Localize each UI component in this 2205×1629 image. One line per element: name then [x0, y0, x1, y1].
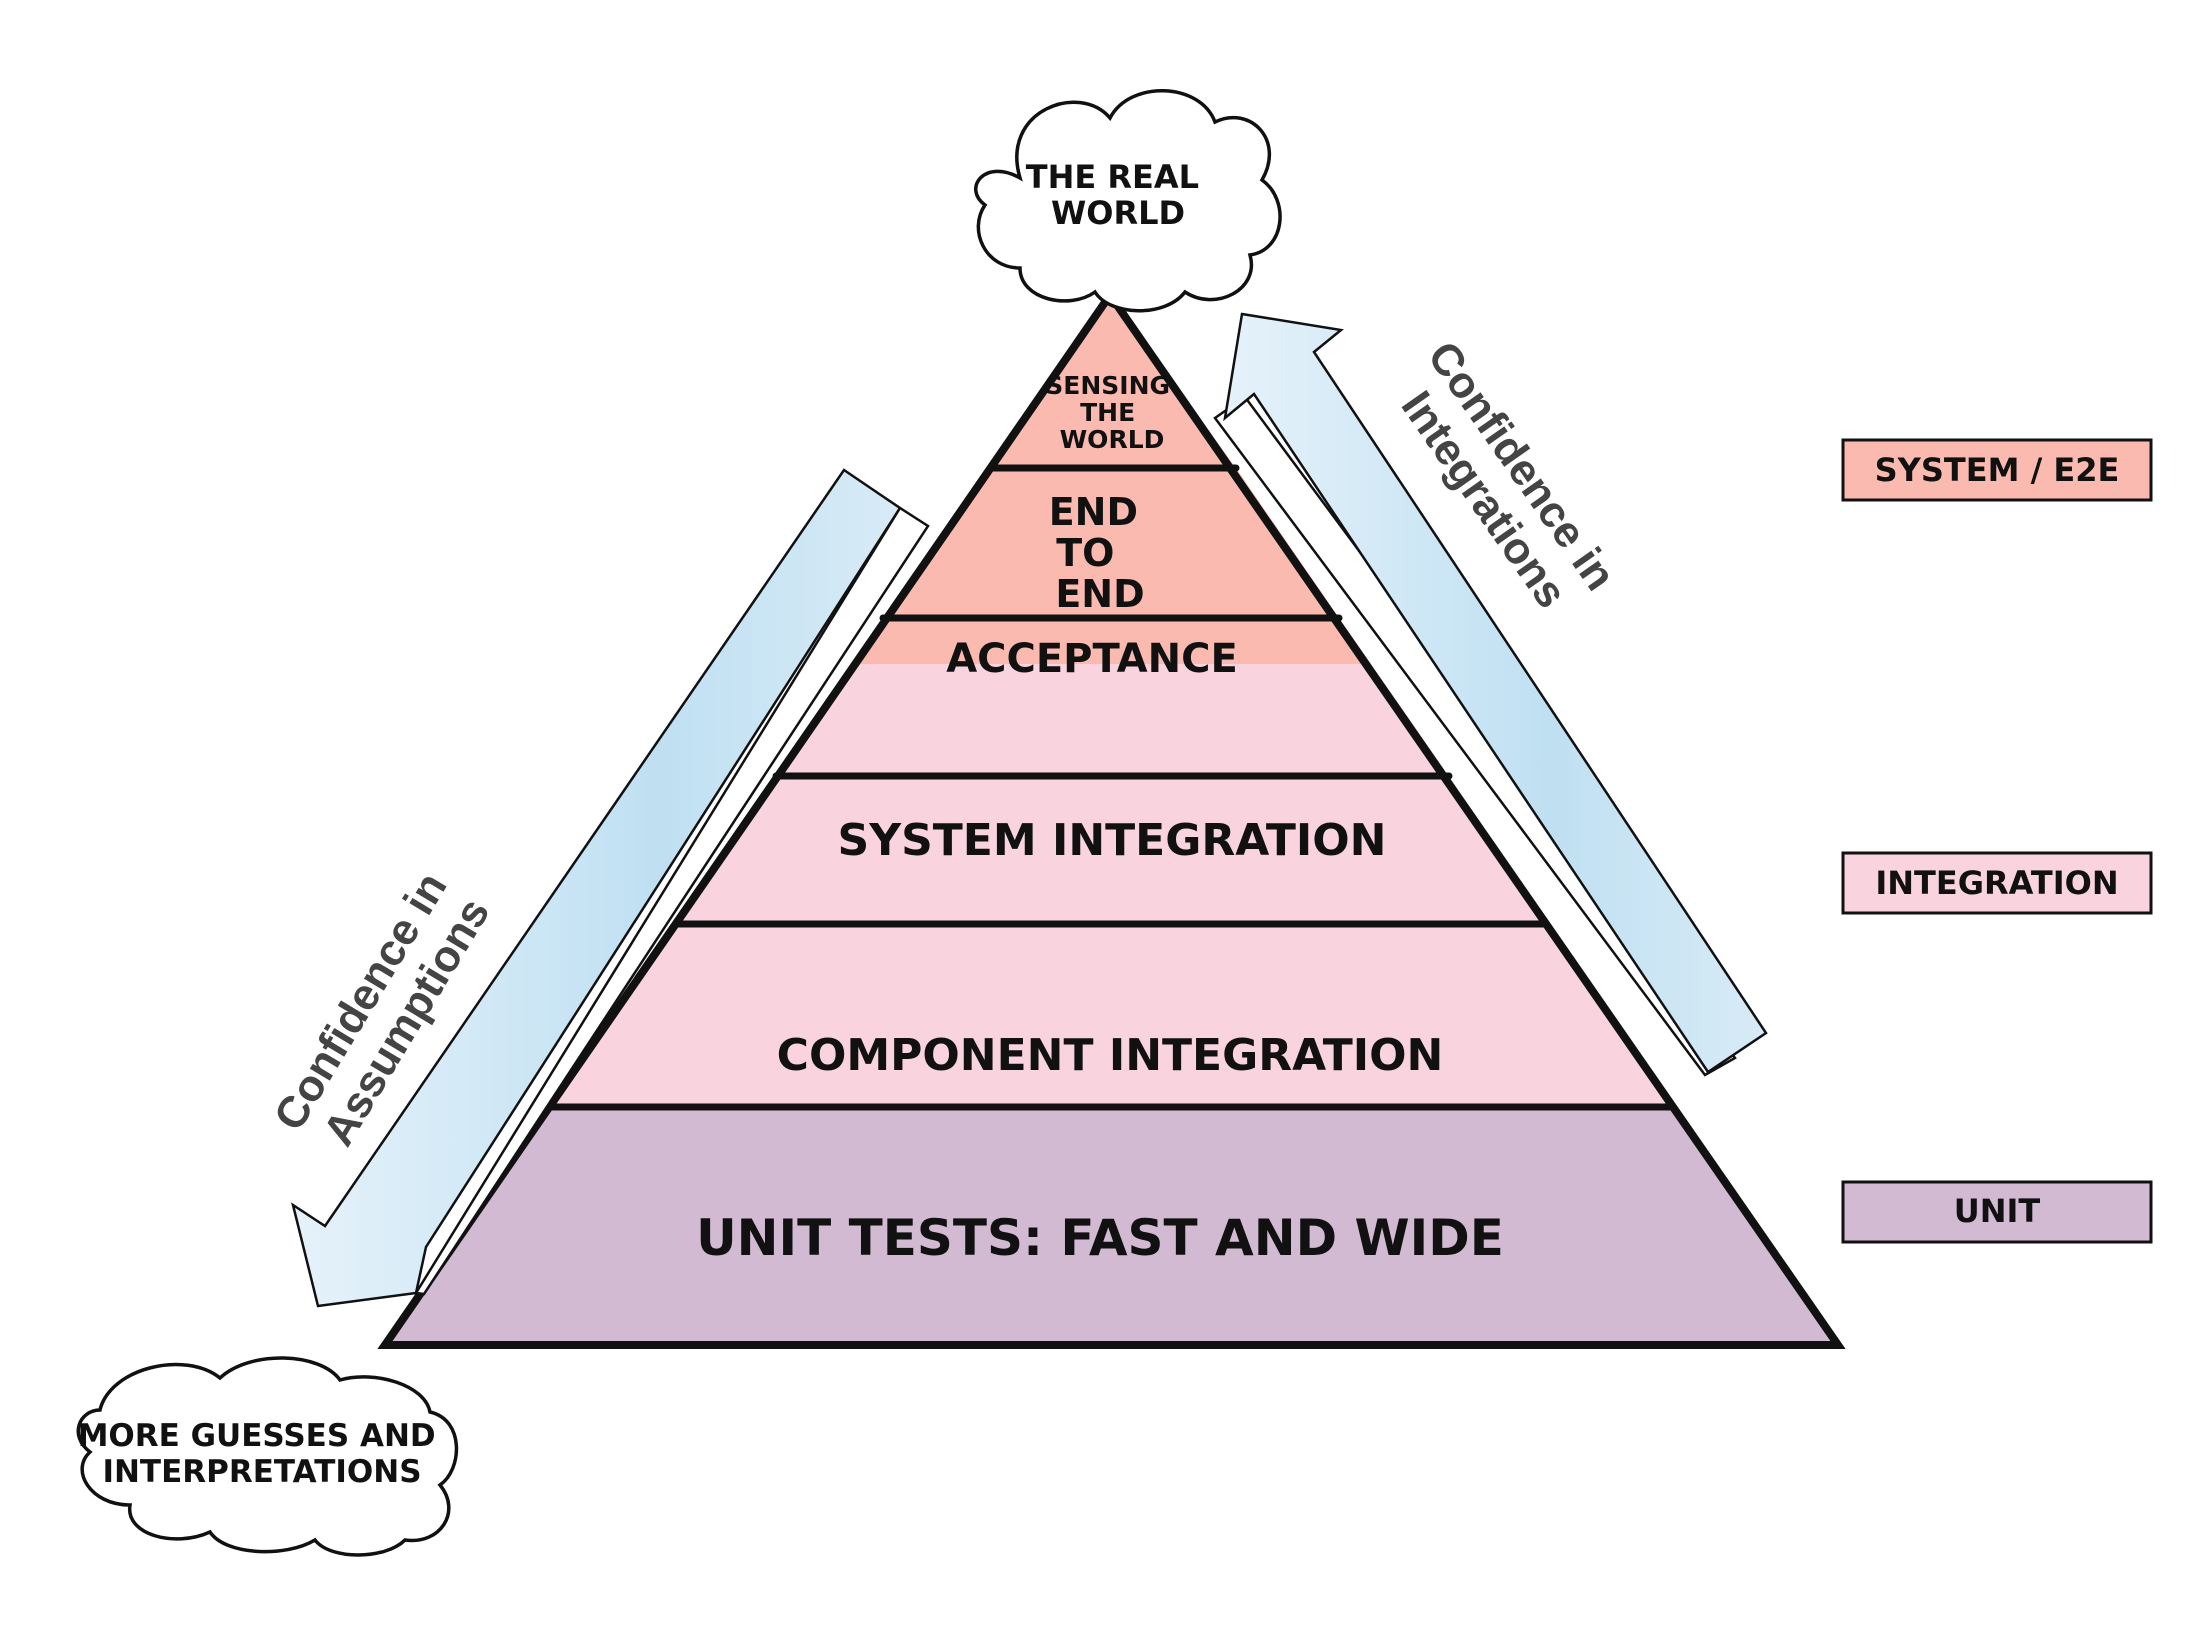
layer-unit [385, 1107, 1838, 1345]
layer-component-integration [550, 924, 1672, 1107]
legend: SYSTEM / E2E INTEGRATION UNIT [1841, 438, 2153, 1244]
acceptance-label: ACCEPTANCE [946, 636, 1238, 682]
cloud-top-text: THE REAL WORLD [1026, 158, 1210, 232]
cloud-shape [76, 1356, 459, 1557]
right-arrow: Confidence in Integrations [1213, 312, 1768, 1077]
legend-box-system-e2e [1841, 438, 2153, 502]
layer-sensing-the-world [993, 295, 1236, 468]
sensing-label: SENSING THE WORLD [1045, 371, 1178, 454]
legend-label-unit: UNIT [1954, 1192, 2041, 1230]
pyramid: SENSING THE WORLD END TO END ACCEPTANCE … [377, 287, 1846, 1349]
pyramid-outline [377, 287, 1846, 1349]
component-integration-label: COMPONENT INTEGRATION [777, 1030, 1444, 1081]
legend-box-unit [1841, 1180, 2153, 1244]
cloud-the-real-world: THE REAL WORLD [974, 89, 1282, 313]
legend-label-integration: INTEGRATION [1875, 864, 2118, 902]
arrow-shape [291, 468, 902, 1308]
layer-end-to-end [883, 468, 1339, 618]
cloud-bottom-text: MORE GUESSES AND INTERPRETATIONS [78, 1418, 447, 1490]
cloud-shape [974, 89, 1282, 313]
legend-box-integration [1841, 851, 2153, 915]
layer-acceptance-top-band [856, 618, 1371, 664]
end-to-end-label: END TO END [1049, 490, 1152, 616]
arrow-shadow [413, 506, 930, 1296]
legend-label-system-e2e: SYSTEM / E2E [1875, 451, 2120, 489]
system-integration-label: SYSTEM INTEGRATION [838, 815, 1387, 866]
unit-tests-label: UNIT TESTS: FAST AND WIDE [696, 1209, 1504, 1267]
arrow-shape [1223, 312, 1768, 1074]
layer-system-integration [679, 776, 1544, 924]
cloud-more-guesses: MORE GUESSES AND INTERPRETATIONS [76, 1356, 459, 1557]
